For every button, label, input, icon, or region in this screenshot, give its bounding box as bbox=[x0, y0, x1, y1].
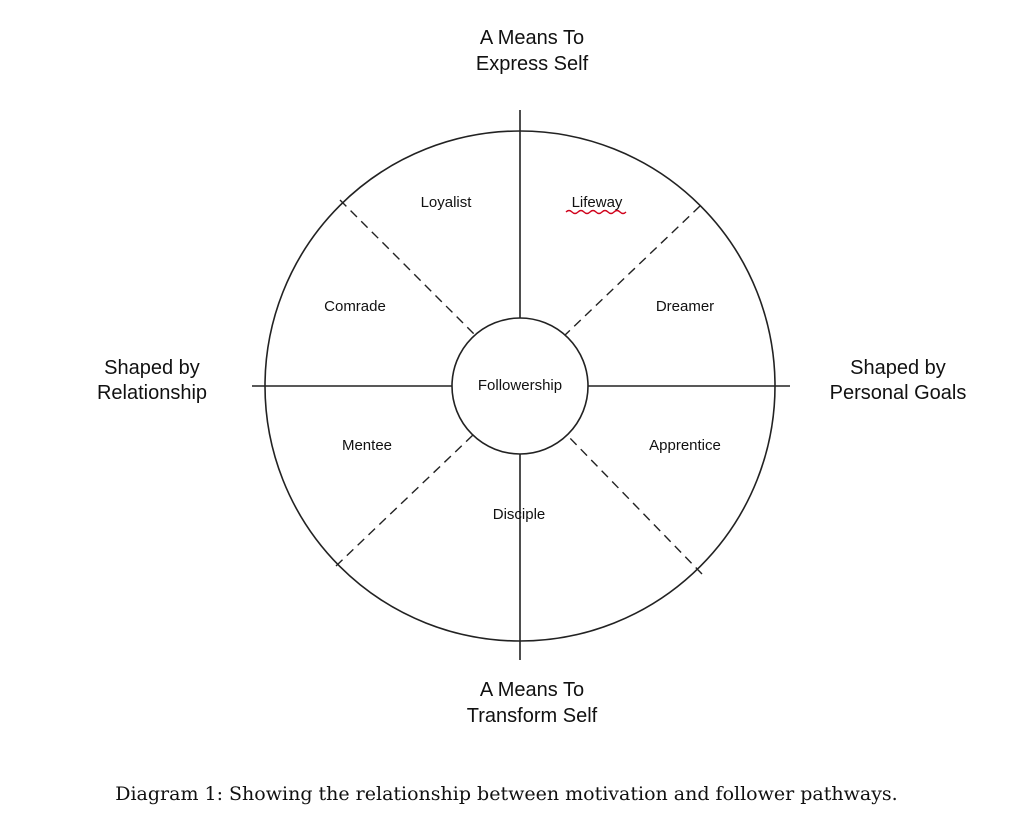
axis-label-bottom-line2: Transform Self bbox=[467, 705, 598, 727]
segment-label-comrade: Comrade bbox=[324, 298, 386, 315]
diagram-caption: Diagram 1: Showing the relationship betw… bbox=[115, 783, 898, 805]
axis-label-right-line1: Shaped by bbox=[850, 357, 946, 379]
axis-label-left-line2: Relationship bbox=[97, 382, 207, 404]
divider-lower-right bbox=[565, 433, 703, 575]
center-circle bbox=[451, 317, 589, 455]
axis-label-bottom-line1: A Means To bbox=[480, 679, 584, 701]
divider-lower-left bbox=[335, 433, 475, 567]
axis-label-top-line2: Express Self bbox=[476, 53, 589, 75]
axis-label-top-line1: A Means To bbox=[480, 27, 584, 49]
axis-label-right-line2: Personal Goals bbox=[830, 382, 967, 404]
segment-label-disciple: Disciple bbox=[493, 506, 546, 523]
divider-upper-left bbox=[339, 199, 477, 337]
center-label: Followership bbox=[478, 377, 562, 394]
spellcheck-underline bbox=[565, 209, 627, 215]
segment-label-dreamer: Dreamer bbox=[656, 298, 714, 315]
segment-label-loyalist: Loyalist bbox=[421, 194, 473, 211]
axis-label-left-line1: Shaped by bbox=[104, 357, 200, 379]
segment-label-mentee: Mentee bbox=[342, 437, 392, 454]
divider-upper-right bbox=[563, 205, 701, 337]
segment-label-apprentice: Apprentice bbox=[649, 437, 721, 454]
segment-label-lifeway: Lifeway bbox=[572, 194, 623, 211]
